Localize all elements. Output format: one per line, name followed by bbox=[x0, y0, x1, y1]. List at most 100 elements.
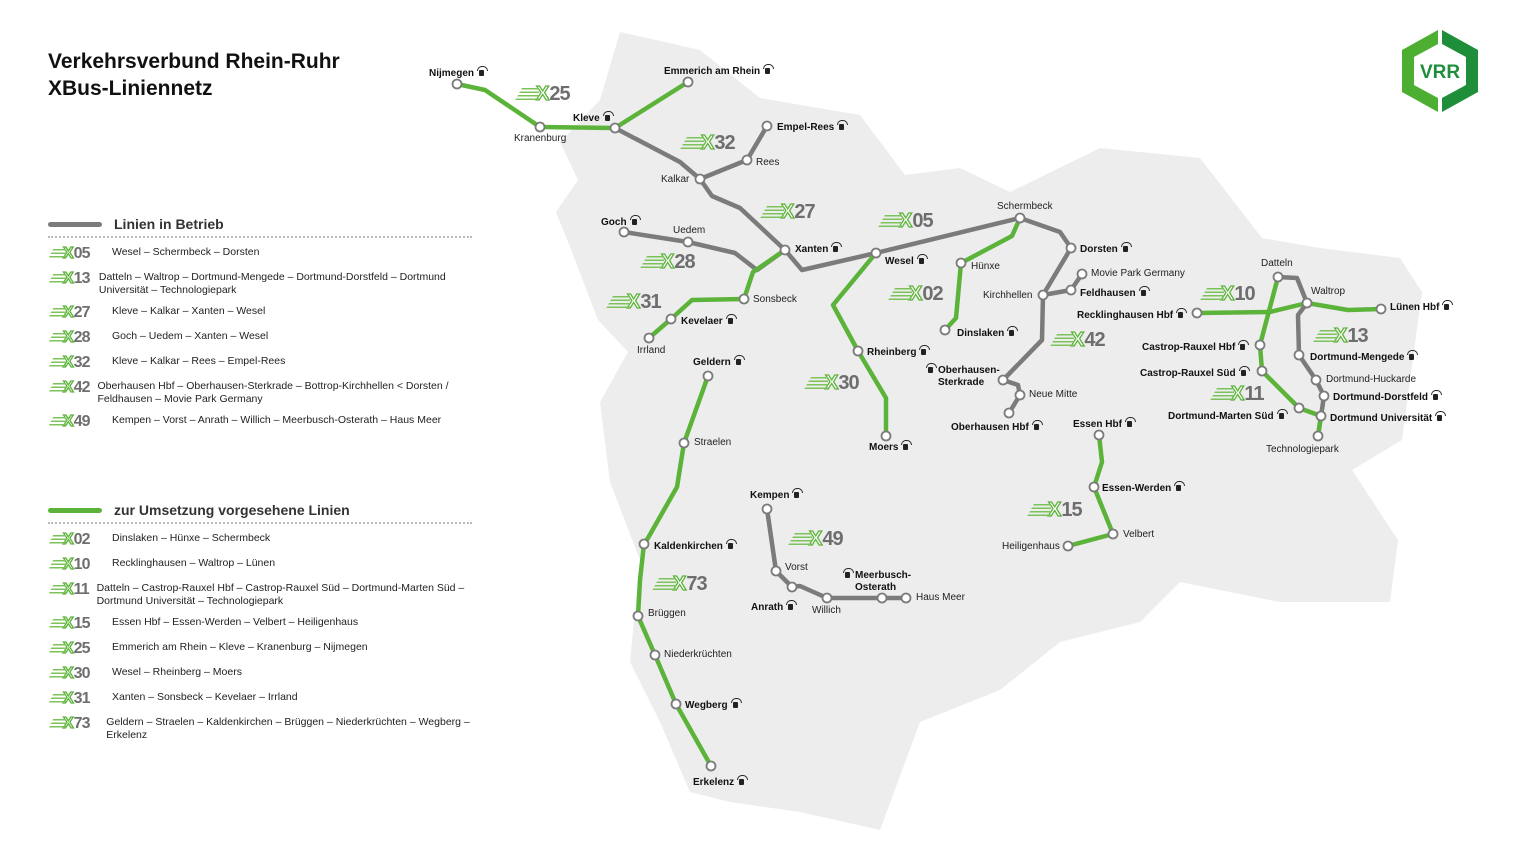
stop-kempen[interactable] bbox=[761, 503, 773, 515]
station-label: Kleve bbox=[573, 111, 614, 124]
station-label: Brüggen bbox=[648, 608, 686, 619]
stop-vorst[interactable] bbox=[770, 565, 782, 577]
station-label: Dinslaken bbox=[957, 326, 1019, 339]
stop-marten[interactable] bbox=[1293, 402, 1305, 414]
train-station-icon bbox=[792, 488, 804, 499]
stop-rees[interactable] bbox=[741, 154, 753, 166]
station-label: Neue Mitte bbox=[1029, 389, 1078, 400]
stop-rheinberg[interactable] bbox=[852, 345, 864, 357]
stop-xanten[interactable] bbox=[779, 244, 791, 256]
stop-uni[interactable] bbox=[1315, 410, 1327, 422]
stop-straelen[interactable] bbox=[678, 437, 690, 449]
stop-oberhausen[interactable] bbox=[1003, 407, 1015, 419]
stop-kirchhellen[interactable] bbox=[1037, 289, 1049, 301]
stop-recklinghausen[interactable] bbox=[1191, 307, 1203, 319]
stop-emmerich[interactable] bbox=[682, 76, 694, 88]
stop-nijmegen[interactable] bbox=[451, 78, 463, 90]
stop-neuemitte[interactable] bbox=[1014, 389, 1026, 401]
stop-kleve[interactable] bbox=[609, 122, 621, 134]
stop-dorstfeld[interactable] bbox=[1318, 390, 1330, 402]
route-x05 bbox=[873, 215, 1074, 256]
stop-empel[interactable] bbox=[761, 120, 773, 132]
train-station-icon bbox=[1442, 300, 1454, 311]
stop-castropsued[interactable] bbox=[1256, 365, 1268, 377]
stop-dorsten[interactable] bbox=[1065, 242, 1077, 254]
stop-techpark[interactable] bbox=[1312, 430, 1324, 442]
region-area bbox=[556, 32, 1422, 830]
stop-moers[interactable] bbox=[880, 430, 892, 442]
stop-niederkruechten[interactable] bbox=[649, 649, 661, 661]
station-label: Haus Meer bbox=[916, 592, 965, 603]
station-label: Essen-Werden bbox=[1102, 481, 1186, 494]
stop-werden[interactable] bbox=[1088, 481, 1100, 493]
train-station-icon bbox=[1431, 390, 1442, 401]
station-label: Straelen bbox=[694, 437, 732, 448]
stop-luenen[interactable] bbox=[1375, 303, 1387, 315]
stop-anrath[interactable] bbox=[786, 581, 798, 593]
stop-hausmeer[interactable] bbox=[900, 592, 912, 604]
stop-velbert[interactable] bbox=[1107, 528, 1119, 540]
station-label: Hünxe bbox=[971, 261, 1000, 272]
stop-kalkar[interactable] bbox=[694, 173, 706, 185]
stop-geldern[interactable] bbox=[702, 370, 714, 382]
stop-kranenburg[interactable] bbox=[534, 121, 546, 133]
stop-sterkrade1[interactable] bbox=[997, 374, 1009, 386]
station-label: Schermbeck bbox=[997, 201, 1053, 212]
station-label: Waltrop bbox=[1311, 286, 1346, 297]
station-label: Wesel bbox=[885, 254, 928, 267]
station-label: Wegberg bbox=[685, 698, 742, 711]
stop-moviepark[interactable] bbox=[1076, 268, 1088, 280]
stop-schermbeck[interactable] bbox=[1014, 212, 1026, 224]
stop-dinslaken[interactable] bbox=[939, 324, 951, 336]
stop-feldhausen[interactable] bbox=[1065, 284, 1077, 296]
speed-lines-icon bbox=[760, 205, 784, 219]
stop-willich[interactable] bbox=[821, 592, 833, 604]
stop-mengede[interactable] bbox=[1293, 349, 1305, 361]
station-label: Goch bbox=[601, 215, 641, 228]
route-x27 bbox=[612, 125, 879, 273]
stop-goch[interactable] bbox=[618, 226, 630, 238]
speed-lines-icon bbox=[48, 382, 66, 394]
stop-huenxe[interactable] bbox=[955, 257, 967, 269]
stop-irrland[interactable] bbox=[643, 332, 655, 344]
stop-wegberg[interactable] bbox=[670, 698, 682, 710]
station-label: Vorst bbox=[785, 562, 808, 573]
stop-castrophbf[interactable] bbox=[1254, 339, 1266, 351]
stop-huckarde[interactable] bbox=[1310, 374, 1322, 386]
speed-lines-icon bbox=[48, 693, 66, 705]
stop-meerbusch1[interactable] bbox=[876, 592, 888, 604]
stop-waltrop[interactable] bbox=[1301, 297, 1313, 309]
station-label: Sonsbeck bbox=[753, 294, 797, 305]
stop-wesel[interactable] bbox=[870, 247, 882, 259]
stop-kevelaer[interactable] bbox=[665, 313, 677, 325]
speed-lines-icon bbox=[1313, 329, 1337, 343]
station-label: Meerbusch- bbox=[843, 568, 911, 581]
stop-brueggen[interactable] bbox=[632, 610, 644, 622]
stop-heiligenhaus[interactable] bbox=[1062, 540, 1074, 552]
train-station-icon bbox=[1238, 340, 1250, 351]
stop-datteln[interactable] bbox=[1272, 271, 1284, 283]
stop-uedem[interactable] bbox=[682, 236, 694, 248]
stop-erkelenz[interactable] bbox=[705, 760, 717, 772]
stop-sonsbeck[interactable] bbox=[738, 293, 750, 305]
train-station-icon bbox=[786, 600, 798, 611]
speed-lines-icon bbox=[48, 668, 66, 680]
stop-essen[interactable] bbox=[1093, 429, 1105, 441]
stop-kaldenkirchen[interactable] bbox=[638, 538, 650, 550]
train-station-icon bbox=[831, 242, 843, 253]
